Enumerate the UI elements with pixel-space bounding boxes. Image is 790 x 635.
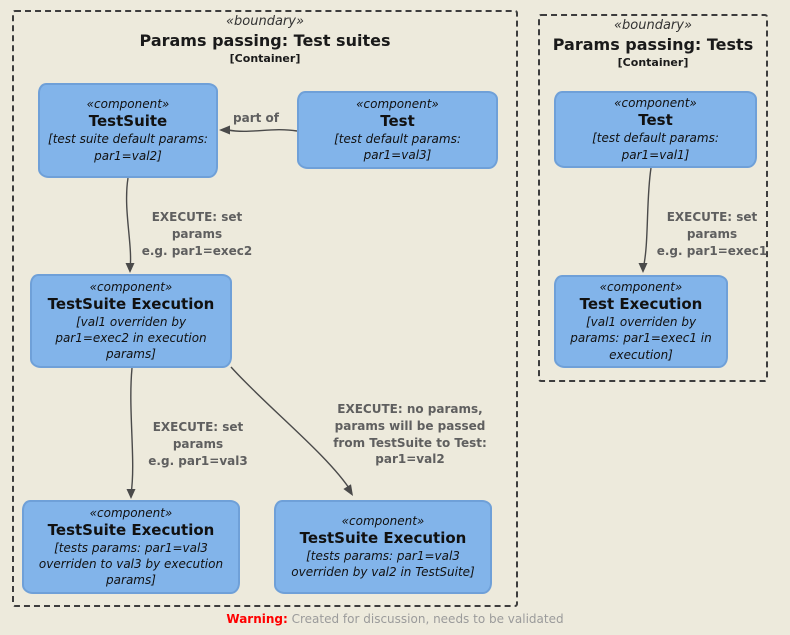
boundary-subtitle: [Container] bbox=[229, 52, 301, 65]
edge-execute-exec2-arrowhead bbox=[125, 263, 135, 273]
edge-part-of-arrowhead bbox=[219, 125, 230, 135]
component-stereotype: «component» bbox=[86, 97, 170, 112]
component-name: TestSuite Execution bbox=[47, 520, 215, 539]
component-stereotype: «component» bbox=[614, 96, 697, 111]
boundary-test-suites-header: «boundary» Params passing: Test suites [… bbox=[12, 14, 518, 65]
edge-label-execute-no-params: EXECUTE: no params, params will be passe… bbox=[333, 402, 487, 467]
component-name: Test Execution bbox=[579, 295, 703, 314]
component-description: [test default params: par1=val3] bbox=[334, 131, 461, 162]
component-description: [tests params: par1=val3 overriden by va… bbox=[291, 548, 475, 579]
edge-execute-val3-arrowhead bbox=[126, 489, 136, 499]
component-name: Test bbox=[638, 111, 673, 130]
boundary-tests-header: «boundary» Params passing: Tests [Contai… bbox=[538, 18, 768, 69]
edge-execute-no-params-line bbox=[230, 366, 352, 492]
edge-execute-exec2-line bbox=[125, 177, 132, 271]
edge-label-execute-exec1: EXECUTE: set params e.g. par1=exec1 bbox=[656, 210, 768, 258]
component-description: [val1 overriden by par1=exec2 in executi… bbox=[55, 314, 207, 362]
warning-line: Warning: Created for discussion, needs t… bbox=[0, 612, 790, 626]
component-description: [tests params: par1=val3 overriden to va… bbox=[38, 540, 224, 588]
component-stereotype: «component» bbox=[89, 505, 173, 520]
component-testsuite-execution-bottom-left: «component» TestSuite Execution [tests p… bbox=[22, 500, 240, 594]
edge-label-execute-val3: EXECUTE: set params e.g. par1=val3 bbox=[148, 420, 248, 468]
boundary-subtitle: [Container] bbox=[617, 56, 689, 69]
component-name: Test bbox=[380, 111, 415, 130]
edge-execute-exec1-arrowhead bbox=[638, 263, 648, 273]
boundary-stereotype: «boundary» bbox=[226, 14, 304, 29]
component-testsuite-execution-bottom-right: «component» TestSuite Execution [tests p… bbox=[274, 500, 492, 594]
warning-prefix: Warning: bbox=[226, 612, 288, 626]
component-description: [test suite default params: par1=val2] bbox=[48, 132, 208, 163]
component-test-left: «component» Test [test default params: p… bbox=[297, 91, 498, 169]
boundary-title: Params passing: Tests bbox=[552, 35, 754, 54]
component-name: TestSuite Execution bbox=[299, 528, 467, 547]
component-name: TestSuite Execution bbox=[47, 294, 215, 313]
component-stereotype: «component» bbox=[599, 280, 683, 295]
edge-execute-exec1-line bbox=[642, 167, 652, 270]
component-stereotype: «component» bbox=[356, 96, 439, 111]
component-test-execution: «component» Test Execution [val1 overrid… bbox=[554, 275, 728, 368]
edge-execute-no-params-arrowhead bbox=[343, 484, 353, 496]
component-testsuite-execution-mid: «component» TestSuite Execution [val1 ov… bbox=[30, 274, 232, 368]
boundary-test-suites bbox=[12, 10, 518, 607]
component-stereotype: «component» bbox=[89, 279, 173, 294]
boundary-tests bbox=[538, 14, 768, 382]
edge-execute-val3-line bbox=[130, 367, 134, 495]
edge-label-execute-exec2: EXECUTE: set params e.g. par1=exec2 bbox=[141, 210, 253, 258]
boundary-stereotype: «boundary» bbox=[614, 18, 692, 33]
boundary-title: Params passing: Test suites bbox=[139, 31, 391, 50]
component-testsuite: «component» TestSuite [test suite defaul… bbox=[38, 83, 218, 178]
warning-text: Created for discussion, needs to be vali… bbox=[287, 612, 564, 626]
edge-label-part-of: part of bbox=[233, 111, 279, 125]
component-stereotype: «component» bbox=[341, 513, 425, 528]
component-description: [val1 overriden by params: par1=exec1 in… bbox=[570, 315, 712, 362]
component-description: [test default params: par1=val1] bbox=[592, 131, 719, 162]
edge-part-of-line bbox=[227, 129, 298, 132]
component-name: TestSuite bbox=[88, 112, 168, 131]
component-test-right: «component» Test [test default params: p… bbox=[554, 91, 757, 168]
